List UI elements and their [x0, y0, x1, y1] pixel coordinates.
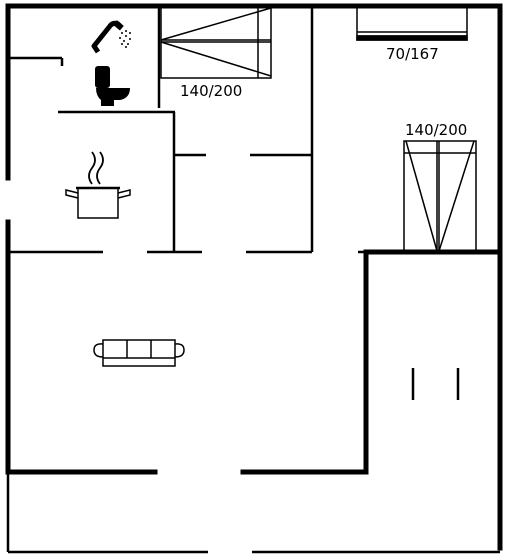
bed-label-right: 140/200: [405, 121, 467, 139]
bed-frame: [356, 5, 468, 41]
bed-label-top-right: 70/167: [386, 45, 439, 63]
bed-label-upper: 140/200: [180, 82, 242, 100]
exterior-walls: [5, 3, 503, 551]
single-bed-top-right: [356, 5, 468, 41]
toilet-icon: [95, 66, 130, 106]
cooking-pot-icon: [65, 151, 131, 219]
sofa-icon: [93, 339, 185, 367]
interior-walls: [6, 6, 500, 554]
bed-diag-1: [405, 140, 438, 252]
bed-diag-1: [160, 7, 272, 41]
bunk-bed-right: [403, 140, 477, 252]
bed-diag-2: [160, 41, 272, 77]
bed-headboard: [356, 35, 468, 41]
bed-frame: [403, 140, 477, 252]
bed-diag-2: [438, 140, 475, 252]
bunk-bed-upper: [160, 5, 272, 79]
shower-icon: [91, 20, 131, 54]
